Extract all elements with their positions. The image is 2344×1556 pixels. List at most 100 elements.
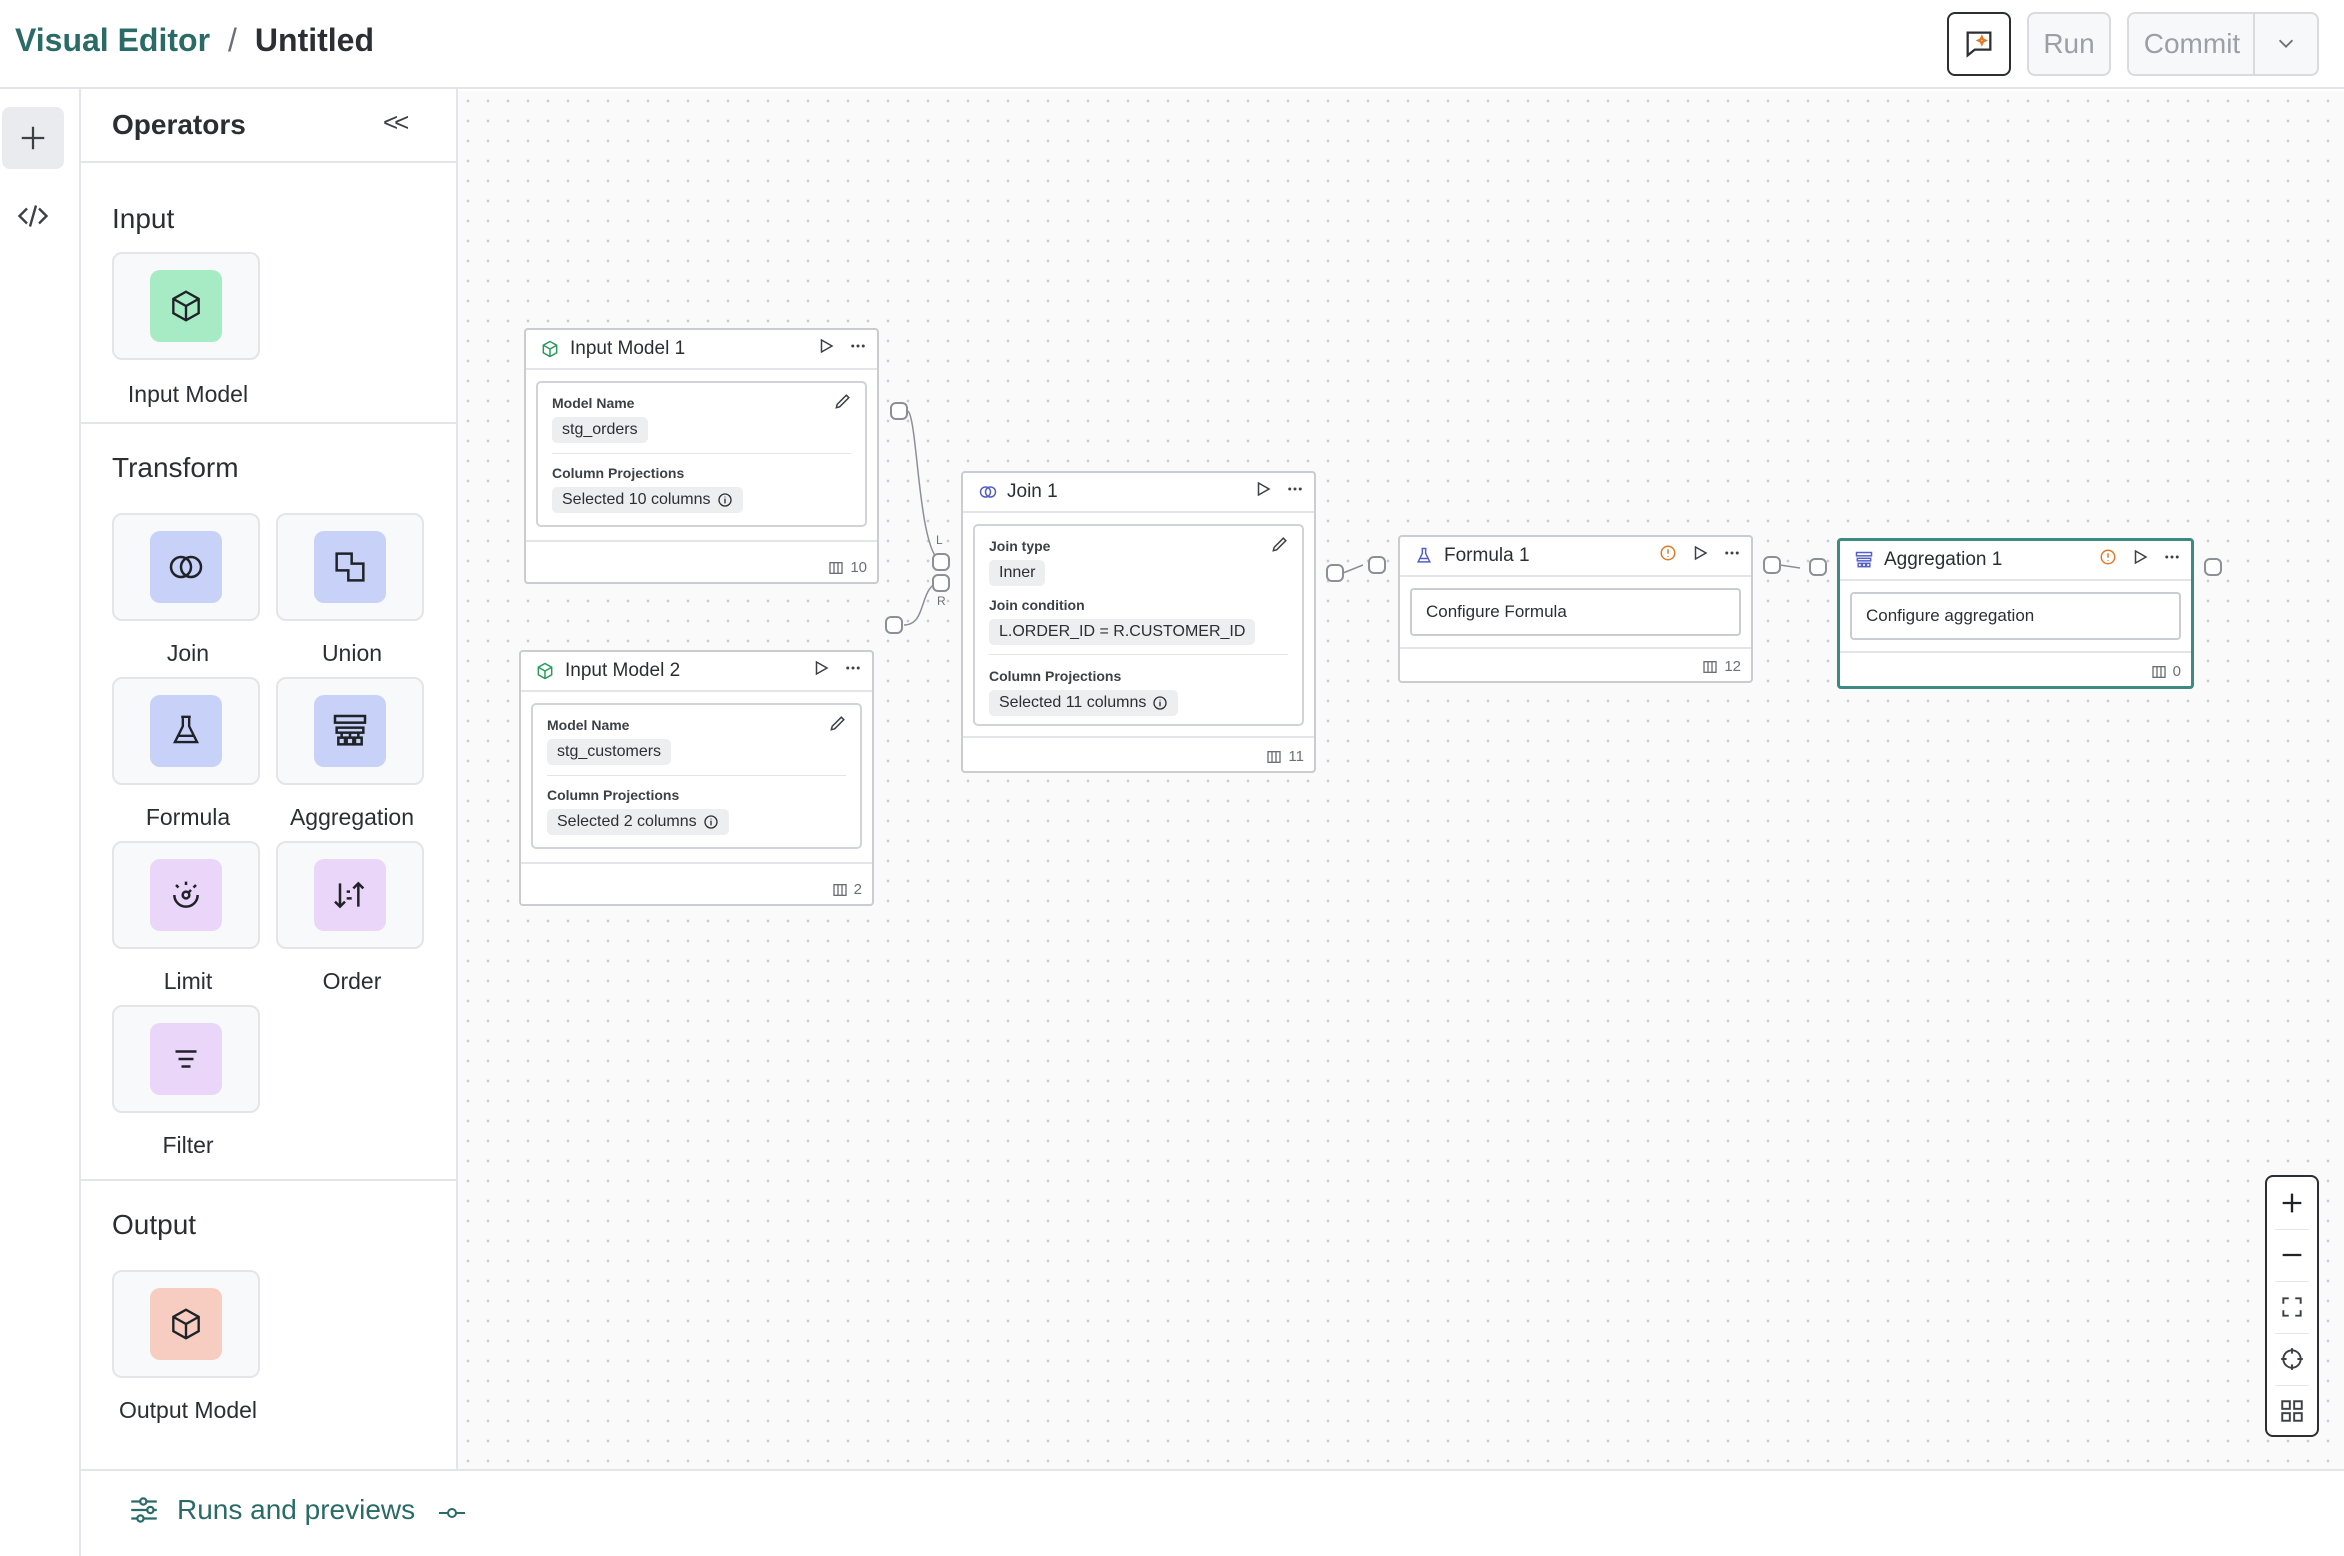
play-icon[interactable]	[2131, 548, 2149, 566]
more-icon[interactable]	[1286, 480, 1304, 498]
configure-aggregation-button[interactable]: Configure aggregation	[1850, 592, 2181, 640]
breadcrumb: Visual Editor / Untitled	[15, 22, 374, 59]
operator-label-formula: Formula	[145, 804, 231, 830]
column-count: 0	[2151, 663, 2181, 680]
operator-label-limit: Limit	[163, 968, 213, 994]
node-footer-divider	[963, 736, 1314, 738]
add-operator-button[interactable]	[2, 107, 64, 169]
play-icon[interactable]	[1254, 480, 1272, 498]
column-projections-value: Selected 11 columns	[989, 690, 1179, 716]
commit-button-label: Commit	[2143, 28, 2241, 59]
operator-tile-order[interactable]	[276, 841, 424, 949]
node-config-card[interactable]: Model Name stg_customers Column Projecti…	[531, 703, 862, 849]
node-title: Input Model 1	[570, 338, 686, 359]
center-button[interactable]	[2267, 1333, 2317, 1385]
divider	[2275, 1385, 2309, 1386]
output-port[interactable]	[1763, 556, 1781, 574]
operators-header: Operators <<	[81, 89, 456, 163]
operator-tile-output-model[interactable]	[112, 1270, 260, 1378]
node-config-card[interactable]: Join type Inner Join condition L.ORDER_I…	[973, 524, 1304, 726]
operator-label-join: Join	[166, 640, 210, 666]
operator-tile-aggregation[interactable]	[276, 677, 424, 785]
operator-tile-formula[interactable]	[112, 677, 260, 785]
node-config-card[interactable]: Model Name stg_orders Column Projections…	[536, 381, 867, 527]
node-footer-divider	[521, 862, 872, 864]
columns-icon	[1703, 660, 1717, 673]
join-type-label: Join type	[989, 538, 1051, 554]
run-button[interactable]: Run	[2027, 12, 2111, 76]
columns-icon	[829, 561, 843, 574]
node-input-model-2-body[interactable]: Input Model 2 Model Name stg_customers C…	[519, 650, 874, 906]
columns-icon	[1267, 750, 1282, 763]
node-formula-1[interactable]: Formula 1 Configure Formula 12	[1398, 535, 1753, 683]
pencil-icon[interactable]	[828, 713, 848, 733]
flow-canvas[interactable]: Input Model 1 Model Name stg_orders Colu…	[458, 91, 2344, 1469]
chevron-down-icon[interactable]	[2275, 32, 2297, 54]
more-icon[interactable]	[2163, 548, 2181, 566]
zoom-out-button[interactable]	[2267, 1229, 2317, 1281]
info-icon[interactable]	[717, 492, 733, 508]
output-section-title: Output	[112, 1209, 197, 1240]
input-port-right[interactable]	[932, 574, 950, 592]
model-name-value: stg_orders	[552, 417, 648, 443]
info-icon[interactable]	[1152, 695, 1168, 711]
output-port[interactable]	[1326, 564, 1344, 582]
play-icon[interactable]	[1691, 544, 1709, 562]
operator-tile-join[interactable]	[112, 513, 260, 621]
pin-icon[interactable]	[437, 1501, 467, 1525]
model-name-value: stg_customers	[547, 739, 672, 765]
zoom-in-button[interactable]	[2267, 1177, 2317, 1229]
breadcrumb-app-title[interactable]: Visual Editor	[15, 22, 211, 58]
pencil-icon[interactable]	[833, 391, 853, 411]
fit-view-button[interactable]	[2267, 1281, 2317, 1333]
more-icon[interactable]	[1723, 544, 1741, 562]
top-header: Visual Editor / Untitled Run Commit	[0, 0, 2344, 89]
code-view-button[interactable]	[2, 185, 64, 247]
more-icon[interactable]	[844, 659, 862, 677]
operator-tile-filter[interactable]	[112, 1005, 260, 1113]
runs-and-previews-button[interactable]: Runs and previews	[127, 1493, 415, 1527]
column-count: 12	[1702, 658, 1741, 675]
node-input-model-1[interactable]: Input Model 1 Model Name stg_orders Colu…	[524, 328, 879, 584]
node-title: Input Model 2	[565, 660, 681, 681]
input-port[interactable]	[1809, 558, 1827, 576]
zoom-in-icon	[2282, 1193, 2302, 1213]
minimap-button[interactable]	[2267, 1385, 2317, 1437]
code-icon	[17, 205, 49, 227]
column-projections-label: Column Projections	[552, 465, 685, 481]
column-projections-label: Column Projections	[989, 668, 1122, 684]
node-footer-divider	[526, 540, 877, 542]
node-footer-divider	[1400, 647, 1751, 649]
commit-button[interactable]: Commit	[2127, 12, 2319, 76]
output-port[interactable]	[890, 402, 908, 420]
breadcrumb-document-title[interactable]: Untitled	[254, 22, 374, 58]
info-icon[interactable]	[703, 814, 719, 830]
join-type-value: Inner	[989, 560, 1046, 586]
model-name-label: Model Name	[547, 717, 630, 733]
ai-assistant-button[interactable]	[1947, 12, 2011, 76]
operator-tile-limit[interactable]	[112, 841, 260, 949]
collapse-panel-button[interactable]: <<	[383, 107, 409, 137]
operator-tile-union[interactable]	[276, 513, 424, 621]
node-header: Input Model 1	[526, 330, 877, 370]
configure-formula-button[interactable]: Configure Formula	[1410, 588, 1741, 636]
center-icon	[2281, 1348, 2303, 1370]
operator-tile-input-model[interactable]	[112, 252, 260, 360]
pencil-icon[interactable]	[1270, 534, 1290, 554]
node-join-1[interactable]: Join 1 Join type Inner Join condition L.…	[961, 471, 1316, 773]
node-aggregation-1[interactable]: Aggregation 1 Configure aggregation 0	[1837, 538, 2194, 689]
left-rail	[0, 89, 81, 1556]
play-icon[interactable]	[812, 659, 830, 677]
more-icon[interactable]	[849, 337, 867, 355]
aggregation-icon	[1855, 551, 1873, 568]
output-port[interactable]	[885, 616, 903, 634]
play-icon[interactable]	[817, 337, 835, 355]
operator-label-aggregation: Aggregation	[289, 804, 415, 830]
cube-icon	[150, 1288, 222, 1360]
input-port-left[interactable]	[932, 553, 950, 571]
port-label-right: R	[937, 594, 946, 608]
input-port[interactable]	[1368, 556, 1386, 574]
warning-icon	[1660, 545, 1676, 561]
output-port[interactable]	[2204, 558, 2222, 576]
column-count: 11	[1266, 748, 1304, 765]
